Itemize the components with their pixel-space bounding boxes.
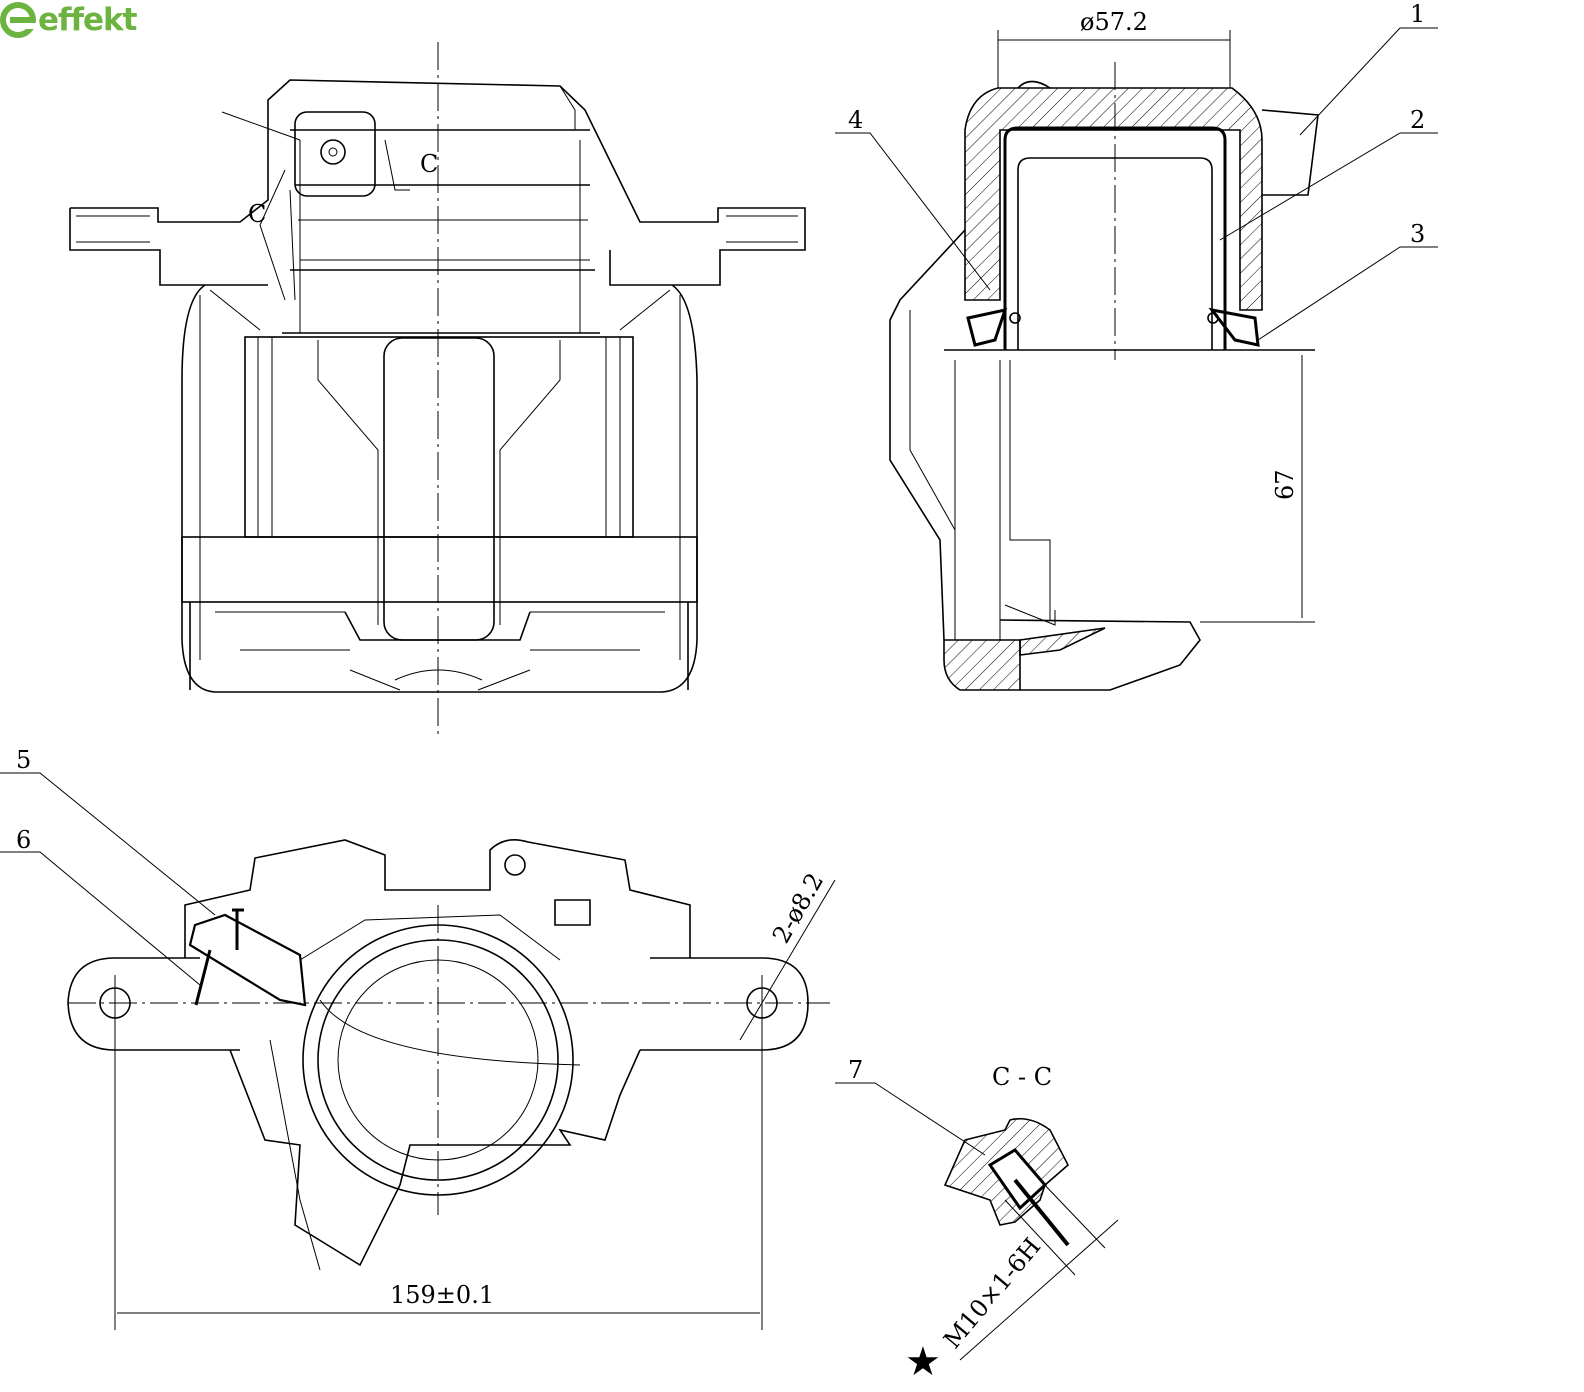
section-mark-c-left: C: [248, 200, 266, 228]
section-view: [889, 30, 1319, 691]
callout-5: 5: [16, 746, 31, 774]
critical-star-icon: ★: [905, 1339, 941, 1385]
logo-text: effekt: [38, 2, 137, 38]
top-view: [67, 839, 830, 1330]
dimension-piston-diameter: ø57.2: [1080, 8, 1148, 36]
callout-2: 2: [1410, 106, 1425, 134]
callout-6: 6: [16, 826, 31, 854]
logo-e-icon: [0, 2, 36, 38]
callout-7: 7: [848, 1056, 863, 1084]
dimension-thread: M10×1-6H: [938, 1233, 1046, 1354]
dimension-depth: 67: [1271, 469, 1299, 500]
section-title-c-c: C - C: [992, 1063, 1052, 1091]
callout-leaders: [835, 27, 1438, 341]
callout-3: 3: [1410, 220, 1425, 248]
callout-4: 4: [848, 106, 863, 134]
mount-hole-leader: [739, 879, 836, 1041]
callout-leaders-5-6: [0, 772, 216, 986]
callout-1: 1: [1410, 0, 1425, 28]
dimension-mount-holes: 2-ø8.2: [767, 868, 829, 948]
front-view: [69, 42, 806, 738]
brand-logo: effekt: [0, 0, 137, 40]
detail-c-c: [835, 1082, 1119, 1361]
section-mark-c-top: C: [420, 150, 438, 178]
dimension-mount-spacing: 159±0.1: [390, 1281, 494, 1309]
